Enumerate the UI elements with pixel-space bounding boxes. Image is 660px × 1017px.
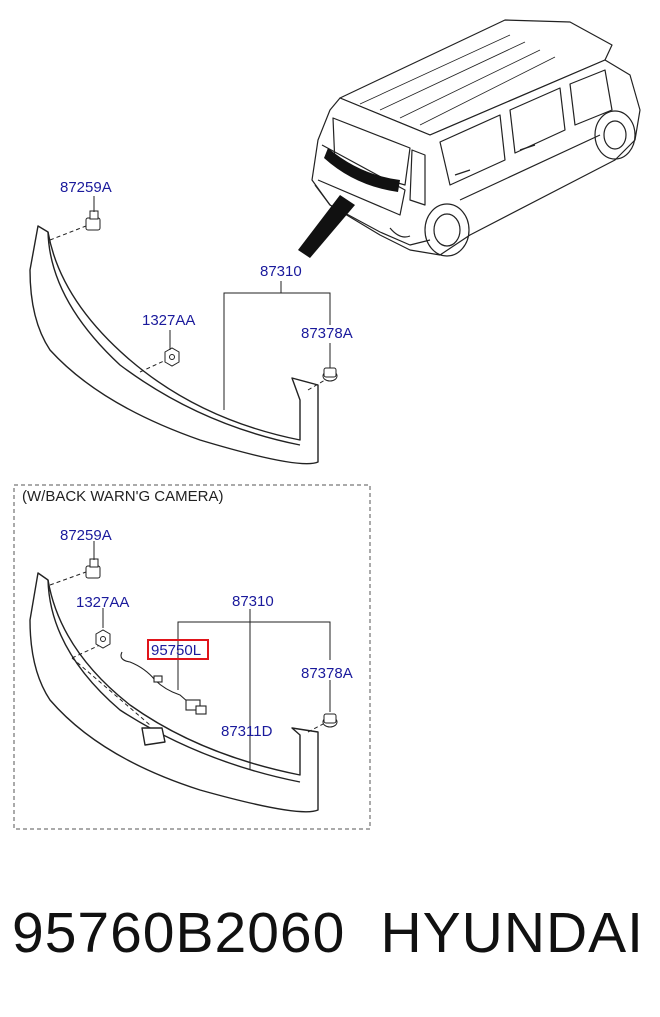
camera-wiring (120, 651, 207, 715)
highlight-box-camera (147, 639, 209, 660)
label-grommet-top: 87378A (301, 325, 353, 342)
label-assembly-top: 87310 (260, 263, 302, 280)
car-illustration (311, 19, 641, 257)
label-wiring-camera: 87311D (221, 723, 273, 740)
label-grommet-camera: 87378A (301, 665, 353, 682)
nut-icon (164, 347, 180, 367)
parts-diagram: 87259A 87310 1327AA 87378A (W/BACK WARN'… (13, 19, 641, 830)
clip-icon (85, 210, 101, 231)
car-garnish-highlight (324, 148, 400, 192)
label-camera: 95750L (151, 642, 201, 659)
leader-lines-top (93, 196, 331, 410)
leader-lines-camera (93, 541, 331, 770)
guide-lines-top (49, 225, 326, 391)
part-number: 95760B2060 (12, 901, 346, 965)
grommet-icon-camera (322, 713, 338, 728)
grommet-icon (322, 367, 338, 382)
garnish-top (29, 225, 319, 465)
label-clip-top: 87259A (60, 179, 112, 196)
label-nut-top: 1327AA (142, 312, 195, 329)
garnish-camera (29, 572, 319, 813)
label-assembly-camera: 87310 (232, 593, 274, 610)
clip-icon-camera (85, 558, 101, 579)
label-clip-camera: 87259A (60, 527, 112, 544)
guide-lines-camera (49, 571, 326, 733)
camera-section-box (13, 484, 371, 830)
camera-section-title: (W/BACK WARN'G CAMERA) (22, 488, 223, 505)
pointer-arrow (298, 195, 355, 258)
brand-name: HYUNDAI (380, 901, 644, 965)
nut-icon-camera (95, 629, 111, 649)
label-nut-camera: 1327AA (76, 594, 129, 611)
